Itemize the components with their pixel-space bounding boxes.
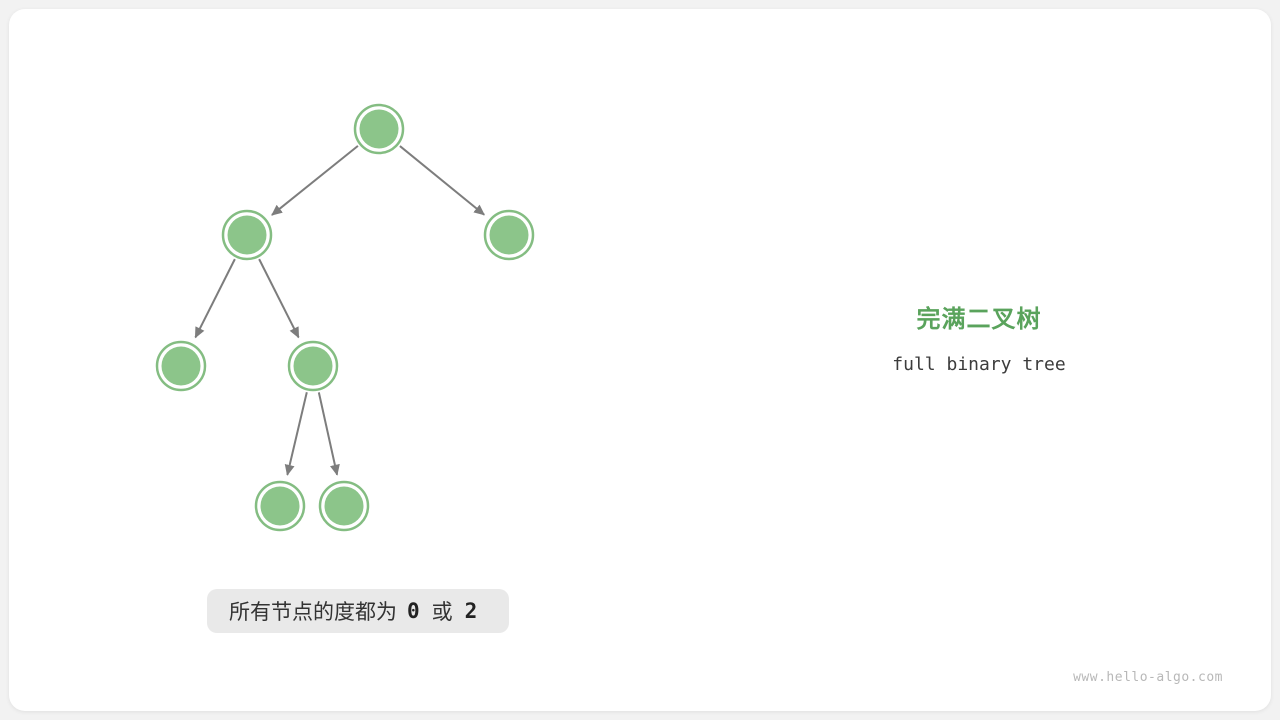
tree-node-root <box>353 103 405 155</box>
tree-edge <box>284 392 308 476</box>
tree-edge <box>194 258 236 339</box>
watermark: www.hello-algo.com <box>1073 670 1223 685</box>
tree-node-right-child <box>483 209 535 261</box>
tree-edge <box>399 145 485 216</box>
tree-node-leaf <box>155 340 207 392</box>
tree-node-leaf <box>318 480 370 532</box>
caption-conjunction: 或 <box>431 600 453 624</box>
caption-value-0: 0 <box>407 599 420 623</box>
tree-node-internal <box>287 340 339 392</box>
tree-edge <box>258 258 300 339</box>
tree-node-left-child <box>221 209 273 261</box>
diagram-title: 完满二叉树 <box>916 305 1042 333</box>
diagram-subtitle: full binary tree <box>892 354 1066 375</box>
tree-node-leaf <box>254 480 306 532</box>
caption-box: 所有节点的度都为 0 或 2 <box>207 589 510 633</box>
caption-value-2: 2 <box>464 599 478 623</box>
tree-edge <box>271 145 359 216</box>
label-block: 完满二叉树 full binary tree <box>799 299 1159 375</box>
caption-text-before: 所有节点的度都为 <box>229 600 397 624</box>
tree-svg <box>155 103 535 532</box>
tree-edge <box>317 392 340 476</box>
diagram-card: 完满二叉树 full binary tree 所有节点的度都为 0 或 2 ww… <box>9 9 1271 711</box>
